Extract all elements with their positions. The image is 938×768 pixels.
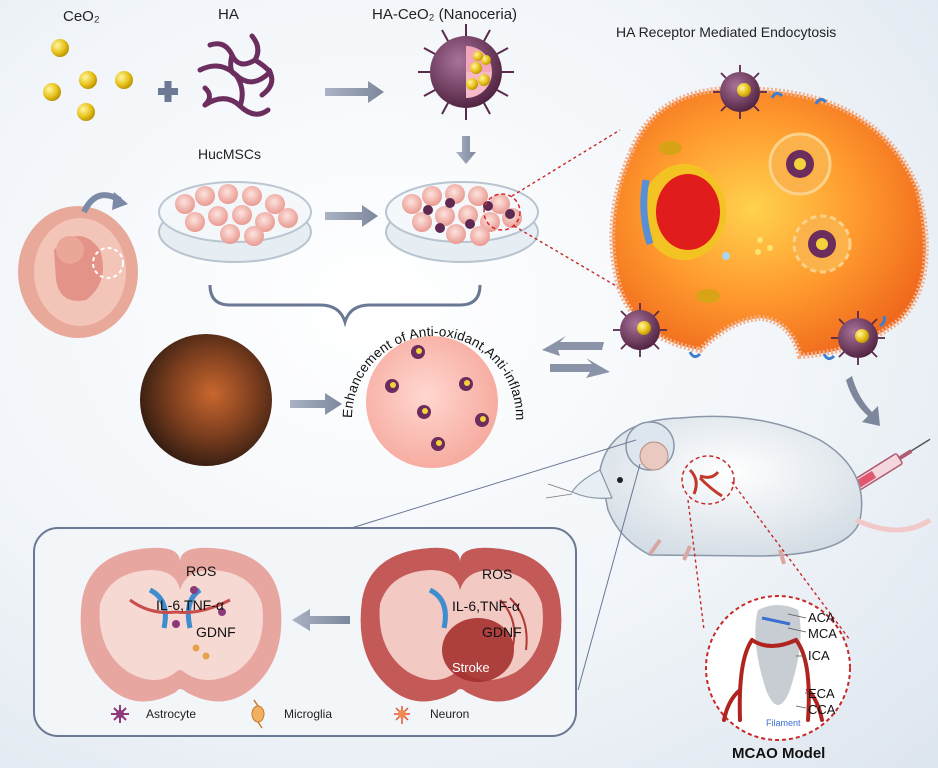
nanoceria-surface xyxy=(613,65,886,365)
double-arrow-icon xyxy=(542,336,610,378)
arrow-left-icon xyxy=(292,609,350,631)
brain-treated xyxy=(80,547,282,702)
arrow-right-icon xyxy=(290,393,342,415)
microglia-icon xyxy=(251,699,265,729)
nanoceria-particle xyxy=(418,24,514,120)
legend-neuron: Neuron xyxy=(430,707,470,721)
mcao-cca: CCA xyxy=(808,702,836,717)
plus-icon xyxy=(158,81,178,102)
mcao-eca: ECA xyxy=(808,686,835,701)
zoom-lines xyxy=(687,481,851,641)
left-gdnf-label: GDNF xyxy=(196,624,236,640)
arrow-down-icon xyxy=(456,136,476,164)
right-gdnf-label: GDNF xyxy=(482,624,522,640)
fetus-illustration xyxy=(18,192,138,338)
endocytosis-label: HA Receptor Mediated Endocytosis xyxy=(616,24,837,40)
arrow-down-icon xyxy=(846,376,880,426)
mcao-mca: MCA xyxy=(808,626,837,641)
mcao-diagram xyxy=(705,595,851,741)
legend-astrocyte: Astrocyte xyxy=(146,707,197,721)
mscs-spheroid xyxy=(140,334,272,466)
mcao-ica: ICA xyxy=(808,648,830,663)
brain-stroke xyxy=(360,547,562,702)
mcao-title: MCAO Model xyxy=(732,745,826,762)
mouse-illustration xyxy=(545,415,932,565)
right-ros-label: ROS xyxy=(482,566,513,582)
stroke-label: Stroke xyxy=(452,660,490,675)
legend-microglia: Microglia xyxy=(284,707,333,721)
hucmscs-label: HucMSCs xyxy=(198,146,262,162)
mcao-filament: Filament xyxy=(766,718,801,728)
left-il-label: IL-6,TNF-α xyxy=(156,597,224,613)
ha-polymer xyxy=(197,33,275,117)
left-ros-label: ROS xyxy=(186,563,217,579)
neuron-icon xyxy=(394,706,410,724)
nanoceria-label: HA-CeO₂ (Nanoceria) xyxy=(372,6,518,23)
ceo2-particles xyxy=(43,39,133,121)
petri-dish-treated xyxy=(385,181,539,263)
petri-dish-hucmscs xyxy=(158,181,312,263)
arrow-right-icon xyxy=(325,81,384,103)
mcao-aca: ACA xyxy=(808,610,835,625)
ha-label: HA xyxy=(218,6,239,23)
zoom-lines-gray xyxy=(344,439,641,691)
astrocyte-icon xyxy=(111,705,129,723)
bracket xyxy=(208,284,482,328)
right-il-label: IL-6,TNF-α xyxy=(452,598,520,614)
endocytosis-cell xyxy=(609,85,929,360)
arrow-right-icon xyxy=(325,205,378,227)
ceo2-label: CeO₂ xyxy=(63,8,100,25)
enhanced-msc xyxy=(366,336,498,468)
